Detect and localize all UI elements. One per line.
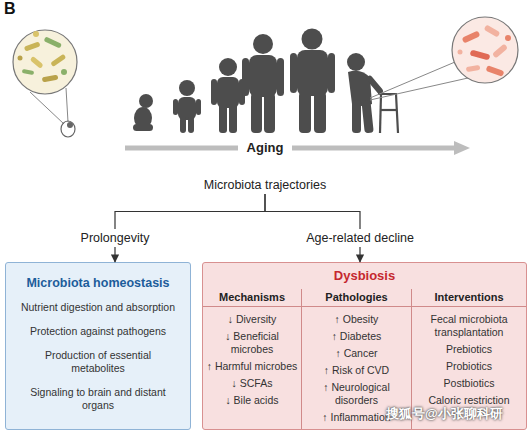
leader-line [370,62,455,98]
list-item: Fecal microbiota transplantation [412,313,526,339]
watermark: 搜狐号@小张聊科研 [386,405,503,423]
fetus-symbol [61,121,75,137]
list-item: ↓ SCFAs [203,377,301,390]
list-item: ↑ Diabetes [302,330,411,343]
microbe-circle [452,17,518,83]
list-item: Probiotics [412,360,526,373]
aging-arrowhead [454,141,470,155]
list-item: ↓ Diversity [203,313,301,326]
outcome-box: DysbiosisMechanisms ↓ Diversity ↓ Benefici… [202,262,527,430]
leader-line [370,78,468,100]
list-item: ↑ Neurological disorders [302,381,411,407]
bracket-connector [115,194,265,229]
person-silhouettes [133,29,384,134]
box-title: Microbiota homeostasis [18,276,178,290]
list-item: ↑ Risk of CVD [302,364,411,377]
panel-letter: B [4,0,16,18]
aging-bar [125,146,238,151]
branch-label: Age-related decline [306,231,414,245]
list-item: ↑ Harmful microbes [203,360,301,373]
branch-label: Prolongevity [81,231,150,245]
walker-symbol [378,94,398,133]
list-item: Prebiotics [412,343,526,356]
axis-label: Aging [247,140,284,155]
healthy-microbes [18,31,68,82]
list-item: Caloric restriction [412,394,526,407]
list-item: Postbiotics [412,377,526,390]
box-title: Dysbiosis [203,268,526,283]
leader-line [30,92,64,124]
bracket-connector [265,194,360,229]
microbe-circle [13,30,77,94]
list-item: ↑ Obesity [302,313,411,326]
list-item: Nutrient digestion and absorption [18,301,178,314]
branch-heading: Microbiota trajectories [190,176,340,194]
column-header: Interventions [412,289,526,307]
list-item: ↑ Cancer [302,347,411,360]
table-column: Mechanisms ↓ Diversity ↓ Beneficial microb… [203,289,301,429]
aging-bar [292,146,456,151]
list-item: ↓ Bile acids [203,394,301,407]
list-item: Signaling to brain and distant organs [18,386,178,412]
dysbiotic-microbes [458,24,512,76]
arrow-connector [114,247,115,262]
column-header: Mechanisms [203,289,301,307]
outcome-box: Microbiota homeostasisNutrient digestion… [5,262,191,430]
trajectory-label: Age-related decline [295,229,425,247]
arrow-connector [359,247,360,262]
leader-line [66,88,68,122]
trajectory-label: Prolongevity [65,229,165,247]
list-item: Production of essential metabolites [18,349,178,375]
list-item: Protection against pathogens [18,325,178,338]
branch-label: Microbiota trajectories [204,178,326,192]
list-item: ↓ Beneficial microbes [203,330,301,356]
column-header: Pathologies [302,289,411,307]
